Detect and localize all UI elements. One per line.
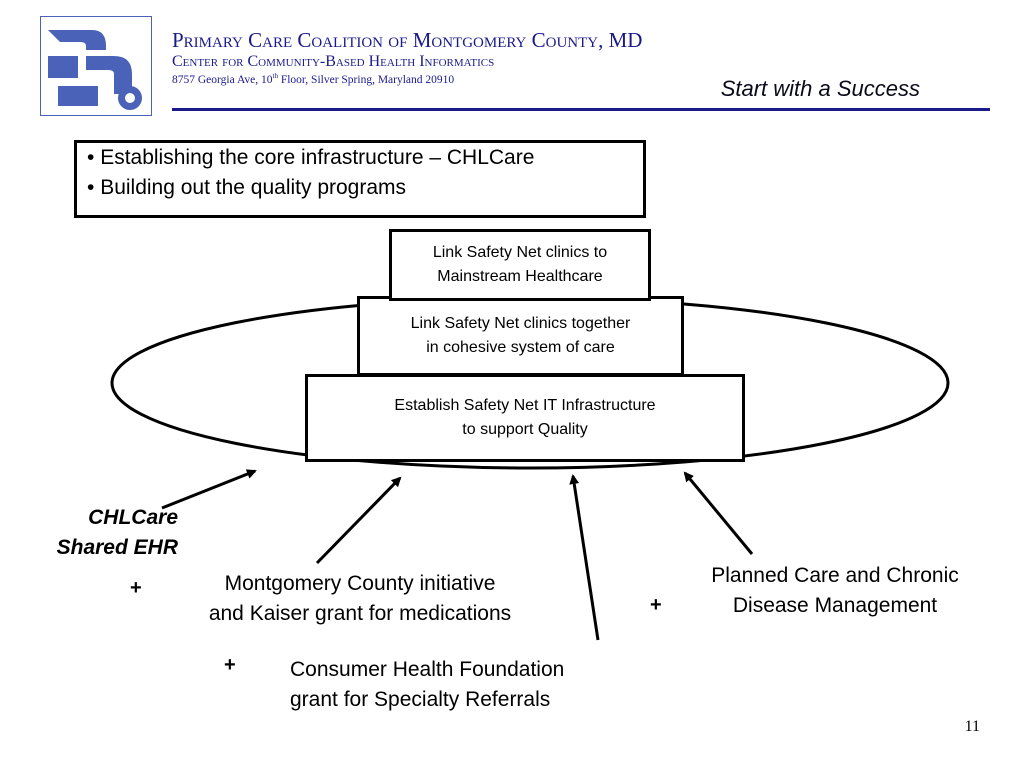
- arrow-planned: [683, 471, 754, 555]
- plus-sign: +: [224, 654, 236, 676]
- org-name: Primary Care Coalition of Montgomery Cou…: [172, 28, 643, 52]
- tier-cohesive-system: Link Safety Net clinics together in cohes…: [357, 296, 684, 376]
- bullet-item: Establishing the core infrastructure – C…: [77, 143, 643, 173]
- logo: [40, 16, 152, 116]
- source-consumer-health: Consumer Health Foundation grant for Spe…: [290, 655, 564, 715]
- source-line: Montgomery County initiative: [224, 572, 496, 595]
- header-rule: [172, 108, 990, 111]
- slide-title: Start with a Success: [720, 76, 920, 101]
- page-number: 11: [964, 718, 980, 735]
- source-line: Consumer Health Foundation: [290, 658, 565, 681]
- arrow-consumer: [569, 474, 600, 641]
- source-montgomery-kaiser: Montgomery County initiative and Kaiser …: [165, 569, 555, 629]
- source-line: CHLCare: [88, 506, 178, 529]
- tier-line: to support Quality: [462, 421, 588, 438]
- source-planned-care: Planned Care and Chronic Disease Managem…: [670, 561, 1000, 621]
- address-part: Floor, Silver Spring, Maryland 20910: [277, 73, 455, 86]
- plus-sign: +: [650, 594, 662, 616]
- arrow-montgomery: [315, 476, 402, 565]
- plus-sign: +: [130, 577, 142, 599]
- org-address: 8757 Georgia Ave, 10th Floor, Silver Spr…: [172, 72, 454, 86]
- arrow-ehr: [161, 469, 257, 510]
- bullet-box: Establishing the core infrastructure – C…: [74, 140, 646, 218]
- source-line: Planned Care and Chronic: [711, 564, 959, 587]
- tier-it-infrastructure: Establish Safety Net IT Infrastructure to…: [305, 374, 745, 462]
- tier-line: Link Safety Net clinics to: [432, 244, 608, 261]
- source-line: and Kaiser grant for medications: [208, 602, 512, 625]
- source-line: grant for Specialty Referrals: [290, 688, 551, 711]
- source-chlcare-ehr: CHLCare Shared EHR: [18, 503, 178, 563]
- source-line: Shared EHR: [56, 536, 178, 559]
- tier-line: Establish Safety Net IT Infrastructure: [394, 397, 656, 414]
- org-center: Center for Community-Based Health Inform…: [172, 53, 495, 70]
- address-superscript: th: [272, 72, 278, 80]
- tier-line: Link Safety Net clinics together: [410, 315, 631, 332]
- address-part: 8757 Georgia Ave, 10: [172, 73, 273, 86]
- tier-line: in cohesive system of care: [426, 339, 615, 356]
- tier-line: Mainstream Healthcare: [437, 268, 603, 285]
- bullet-item: Building out the quality programs: [77, 173, 643, 203]
- tier-mainstream-link: Link Safety Net clinics to Mainstream Hea…: [389, 229, 651, 301]
- source-line: Disease Management: [732, 594, 938, 617]
